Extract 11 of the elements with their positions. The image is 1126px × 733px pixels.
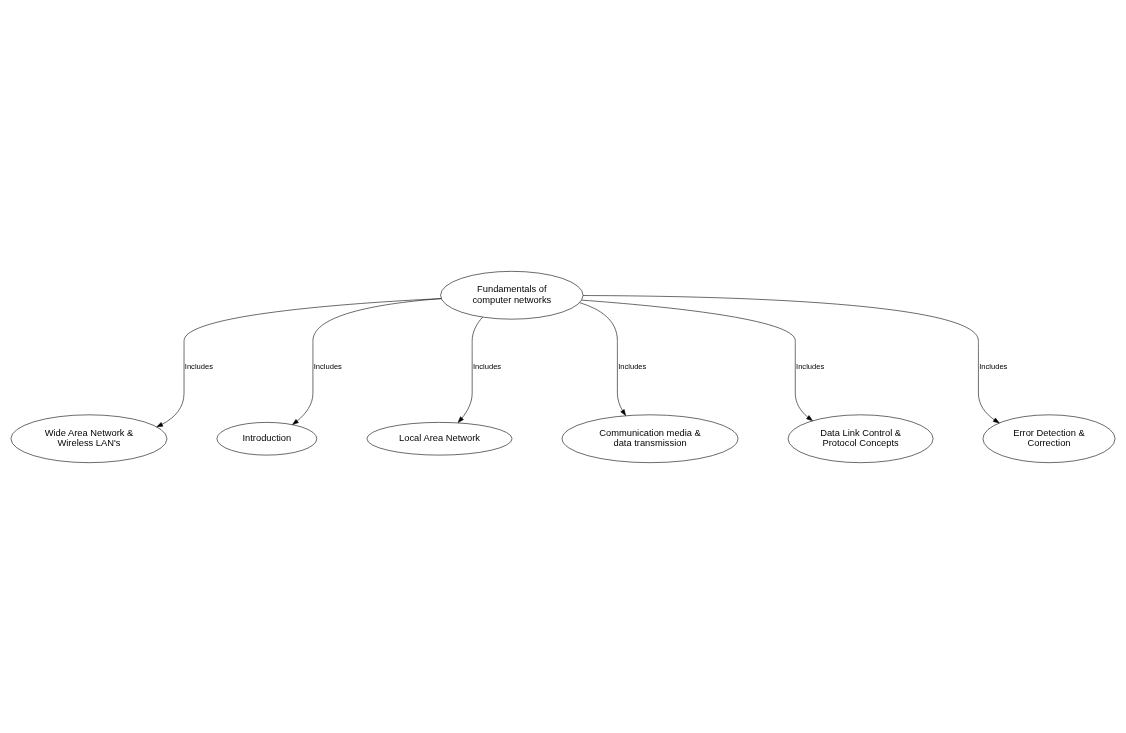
arrow [156, 297, 442, 427]
arrow [581, 299, 813, 421]
node-ellipse: Wide Area Network & Wireless LAN's [10, 414, 168, 463]
node-ellipse: Introduction [216, 421, 318, 455]
arrow [579, 301, 626, 416]
arrow [292, 297, 442, 425]
arrow [457, 316, 483, 423]
node-ellipse: Local Area Network [366, 421, 513, 455]
node-ellipse: Fundamentals of computer networks [440, 270, 584, 319]
node-ellipse: Communication media & data transmission [561, 414, 739, 463]
arrow [582, 294, 1000, 423]
